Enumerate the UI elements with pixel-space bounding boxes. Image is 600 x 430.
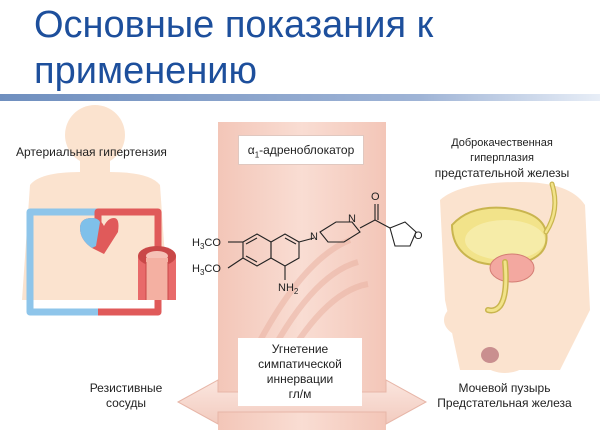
right-condition-line-2: гиперплазия xyxy=(470,152,534,164)
left-condition-label: Артериальная гипертензия xyxy=(16,145,167,159)
circulation-loop xyxy=(26,208,162,316)
drug-class-box: α1-адреноблокатор xyxy=(238,135,364,165)
effect-line-4: гл/м xyxy=(288,387,312,401)
right-target-line-1: Мочевой пузырь xyxy=(458,381,551,395)
molecule-group-top: H3CO xyxy=(192,237,221,252)
right-condition-label: Доброкачественная гиперплазия предстател… xyxy=(412,136,592,181)
effect-line-1: Угнетение xyxy=(271,342,329,356)
molecule-o-carbonyl: O xyxy=(371,191,380,203)
artery-section-icon xyxy=(138,246,176,300)
left-target-line-2: сосуды xyxy=(105,396,147,410)
molecule-o-ring: O xyxy=(414,230,423,242)
drug-prefix: α xyxy=(247,143,255,157)
drug-suffix: -адреноблокатор xyxy=(259,143,355,157)
effect-line-2: симпатической xyxy=(258,357,342,371)
effect-line-3: иннервации xyxy=(266,372,334,386)
bladder-prostate-icon xyxy=(450,181,558,363)
heart-icon xyxy=(80,218,119,254)
molecule-structure xyxy=(227,204,417,280)
title-underline xyxy=(0,94,600,101)
title-line-2: применению xyxy=(34,50,258,92)
left-target-label: Резистивные сосуды xyxy=(66,381,186,411)
drug-subscript: 1 xyxy=(254,150,260,160)
effect-box: Угнетение симпатической иннервации гл/м xyxy=(238,338,362,406)
molecule-amine: NH2 xyxy=(278,282,299,297)
page-title: Основные показания к применению xyxy=(34,2,594,94)
left-target-line-1: Резистивные xyxy=(89,381,163,395)
molecule-n-left: N xyxy=(310,231,318,243)
right-target-label: Мочевой пузырь Предстательная железа xyxy=(412,381,597,411)
right-condition-line-3: предстательной железы xyxy=(434,166,570,180)
molecule-group-bottom: H3CO xyxy=(192,263,221,278)
right-target-line-2: Предстательная железа xyxy=(437,396,572,410)
right-condition-line-1: Доброкачественная xyxy=(451,137,553,149)
molecule-n-right: N xyxy=(348,213,356,225)
title-line-1: Основные показания к xyxy=(34,4,434,46)
